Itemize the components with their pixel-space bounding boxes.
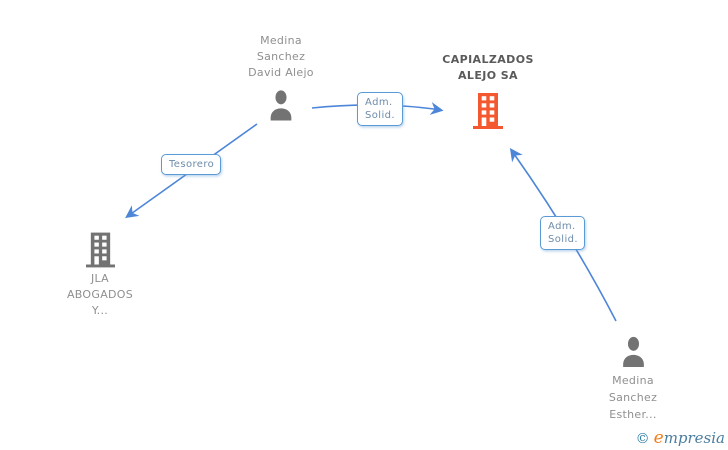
node-label-line: Y... xyxy=(91,304,109,317)
edge-label-line: Adm. xyxy=(548,221,576,232)
node-label-line: Medina xyxy=(260,34,302,47)
building-icon xyxy=(473,93,503,129)
edge-label-adm-solid-esther: Adm. Solid. xyxy=(540,216,585,250)
brand-text: mpresia xyxy=(663,429,725,447)
node-label-line: JLA xyxy=(90,272,110,285)
edge-label-tesorero: Tesorero xyxy=(161,154,222,175)
node-label-person-esther: Medina Sanchez Esther... xyxy=(609,372,657,423)
node-label-person-david: Medina Sanchez David Alejo xyxy=(248,33,314,81)
node-label-line: ALEJO SA xyxy=(458,69,518,82)
watermark-brand: ©empresia xyxy=(636,428,725,448)
edge-label-line: Tesorero xyxy=(169,159,215,170)
node-label-line: CAPIALZADOS xyxy=(442,53,534,66)
node-label-company-jla: JLA ABOGADOS Y... xyxy=(67,271,133,319)
node-label-line: Sanchez xyxy=(608,391,658,404)
building-icon xyxy=(85,232,115,268)
person-icon xyxy=(622,336,644,368)
edge-label-adm-solid-david: Adm. Solid. xyxy=(357,92,403,126)
edge-label-line: Solid. xyxy=(365,110,395,121)
node-label-line: Medina xyxy=(612,374,654,387)
edge-label-line: Adm. xyxy=(365,97,393,108)
copyright-icon: © xyxy=(635,431,650,447)
node-company-capialzados[interactable]: CAPIALZADOS ALEJO SA xyxy=(418,52,558,129)
brand-initial: e xyxy=(653,428,664,448)
node-person-david[interactable]: Medina Sanchez David Alejo xyxy=(211,33,351,121)
node-label-line: ABOGADOS xyxy=(66,288,134,301)
person-icon xyxy=(270,90,292,121)
node-person-esther[interactable]: Medina Sanchez Esther... xyxy=(563,336,703,423)
node-label-line: Esther... xyxy=(609,408,657,421)
node-label-line: David Alejo xyxy=(248,66,314,79)
node-company-jla[interactable]: JLA ABOGADOS Y... xyxy=(30,232,170,319)
edge-label-line: Solid. xyxy=(548,234,578,245)
node-label-line: Sanchez xyxy=(256,50,306,63)
node-label-company-capialzados: CAPIALZADOS ALEJO SA xyxy=(442,52,534,84)
